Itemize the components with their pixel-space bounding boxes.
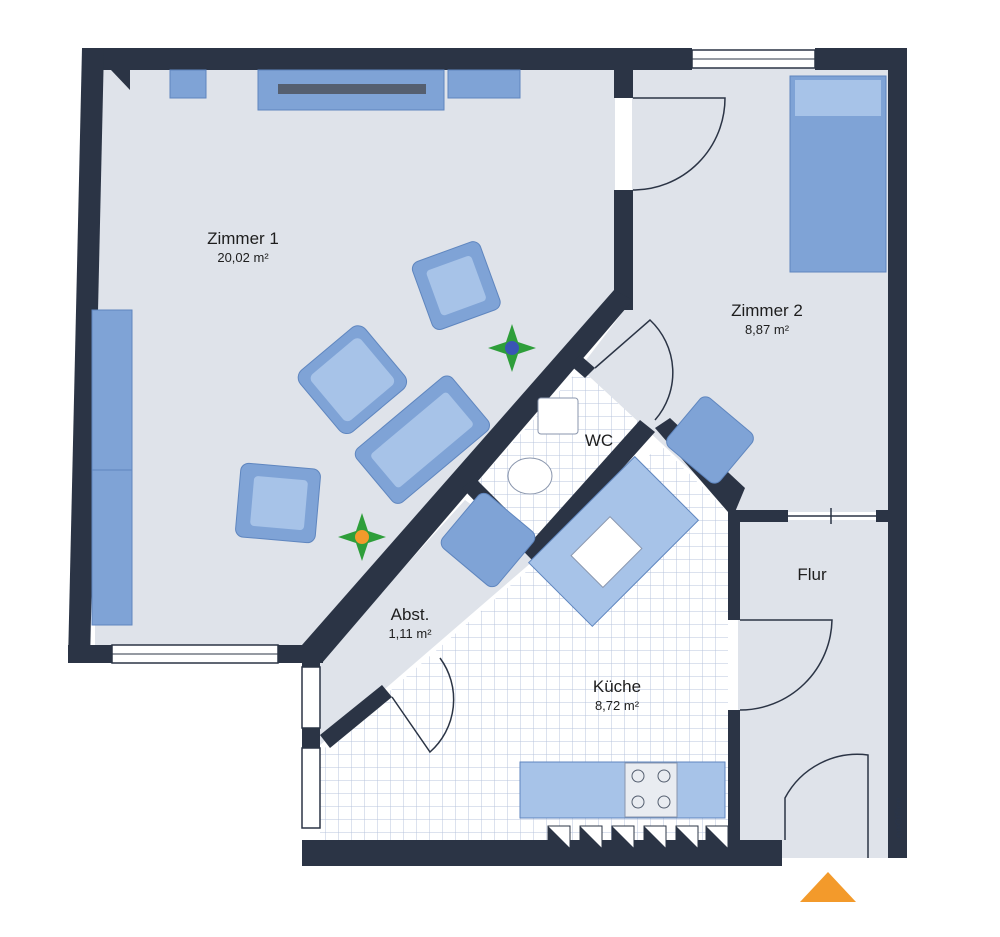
- shelf-left-2: [91, 469, 133, 626]
- brand-logo: onOffice: [894, 797, 905, 838]
- tv: [278, 84, 426, 94]
- room-name-zimmer1: Zimmer 1: [207, 229, 279, 248]
- room-labels: Zimmer 1 20,02 m² Zimmer 2 8,87 m² WC Fl…: [207, 229, 827, 713]
- kitchen-chair: [440, 492, 536, 588]
- plant-icon: [488, 324, 536, 372]
- walls: [68, 48, 907, 866]
- sofa: [354, 375, 490, 504]
- room-area-zimmer1: 20,02 m²: [217, 250, 269, 265]
- door-flur-kueche: [739, 619, 833, 711]
- toilet: [507, 457, 553, 495]
- doors: [391, 97, 876, 858]
- bed-pillow: [795, 80, 881, 116]
- kitchen-counter-diagonal: [527, 455, 700, 628]
- wc-floor: [470, 368, 645, 548]
- sink: [537, 397, 579, 435]
- heater-left: [169, 69, 207, 99]
- heater-right: [447, 69, 521, 99]
- room-area-kueche: 8,72 m²: [595, 698, 640, 713]
- wc-fixtures: [507, 397, 579, 495]
- armchair-bottom: [235, 462, 321, 544]
- room-area-zimmer2: 8,87 m²: [745, 322, 790, 337]
- corner-marker: [111, 70, 130, 90]
- windows: [111, 49, 816, 829]
- kitchen-counter: [519, 761, 726, 819]
- entrance-arrow-icon: [800, 872, 856, 902]
- door-entrance: [784, 753, 869, 858]
- room-name-abst: Abst.: [391, 605, 430, 624]
- shelf-left-1: [91, 309, 133, 471]
- flur-floor: [738, 520, 888, 858]
- door-zimmer1-zimmer2: [632, 97, 726, 191]
- zimmer2-furniture: [666, 75, 887, 484]
- room-name-wc: WC: [585, 431, 613, 450]
- stove-icon: [624, 762, 678, 818]
- room-area-abst: 1,11 m²: [388, 626, 432, 641]
- room-name-flur: Flur: [797, 565, 827, 584]
- window-left-kueche: [301, 747, 321, 829]
- window-left-abst: [301, 666, 321, 729]
- door-wc: [594, 318, 674, 421]
- door-abst: [391, 657, 455, 754]
- zimmer1-furniture: [91, 69, 536, 626]
- coffee-table: [297, 325, 408, 435]
- room-name-kueche: Küche: [593, 677, 641, 696]
- kitchen-fixtures: [440, 455, 729, 849]
- armchair-top: [411, 241, 501, 330]
- plant-icon: [338, 513, 386, 561]
- chair-zimmer2: [666, 396, 754, 484]
- room-name-zimmer2: Zimmer 2: [731, 301, 803, 320]
